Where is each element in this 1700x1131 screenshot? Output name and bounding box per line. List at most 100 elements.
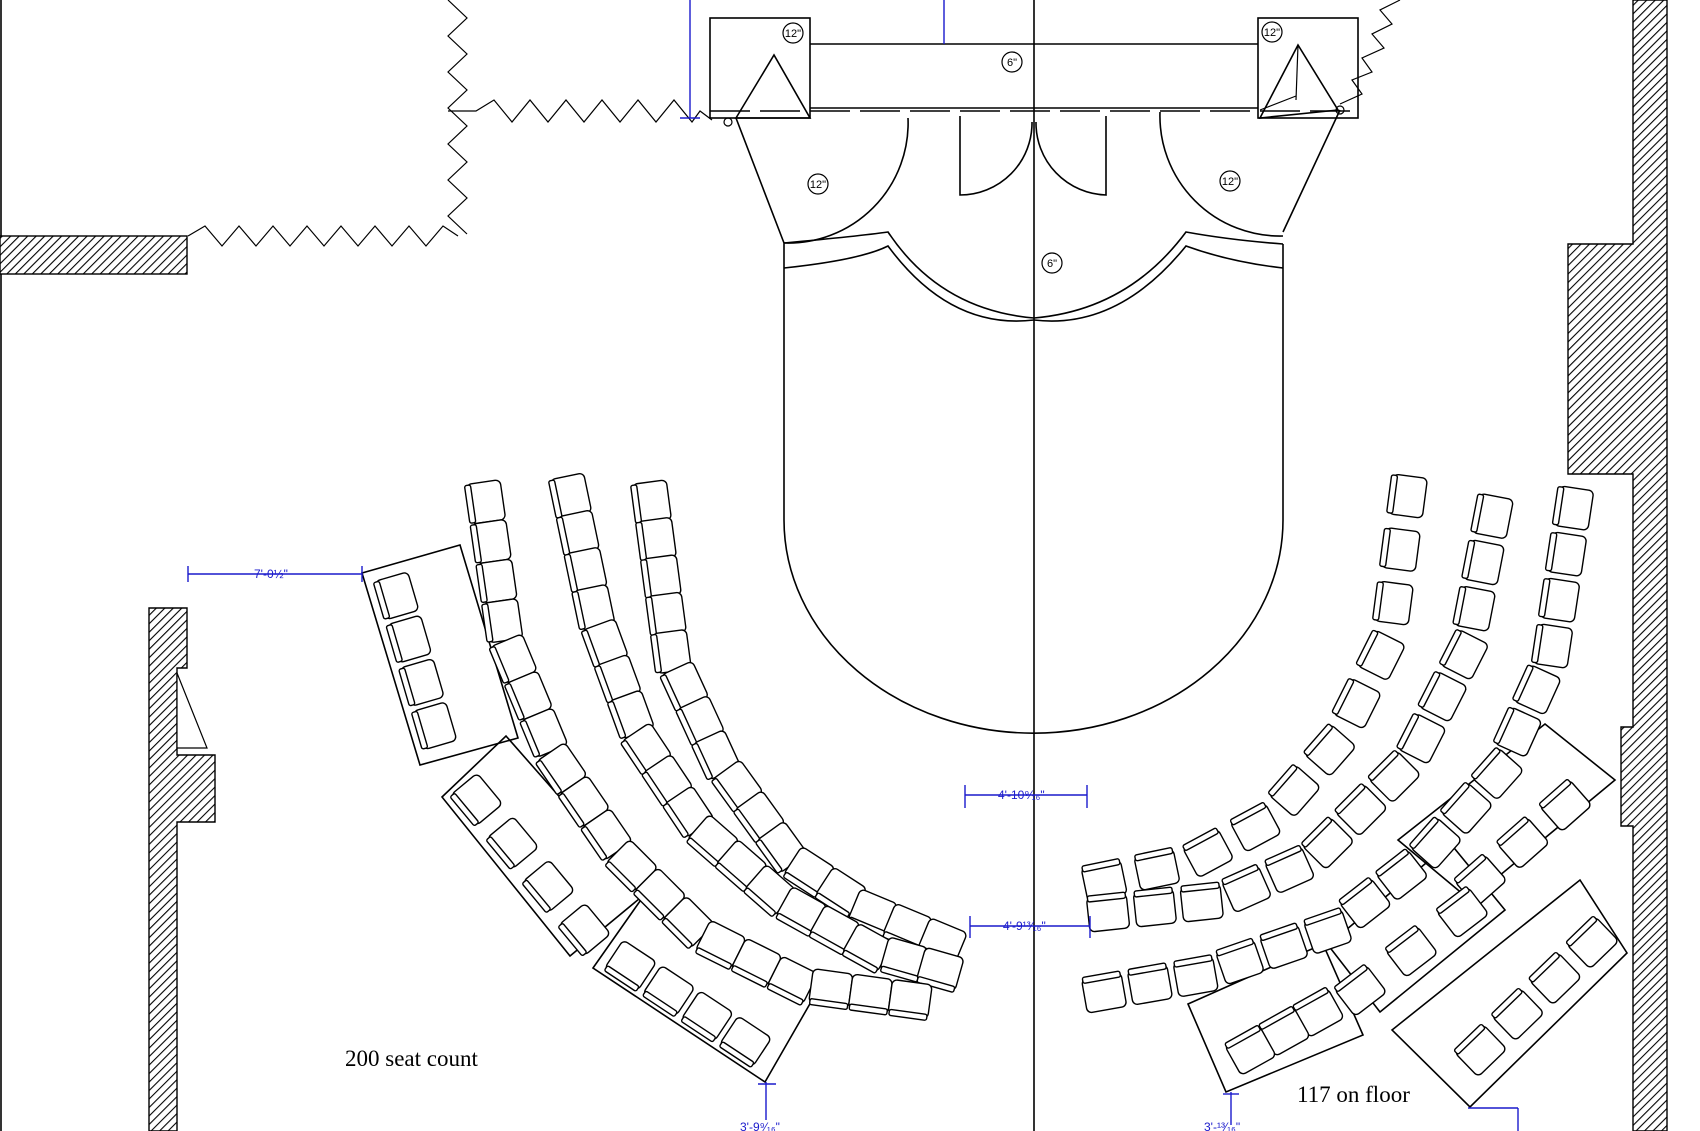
svg-text:7'-0½": 7'-0½"	[254, 567, 288, 581]
seat	[680, 991, 733, 1043]
seat	[605, 840, 657, 893]
seat	[571, 584, 615, 631]
seat	[1531, 623, 1573, 669]
seat	[398, 658, 444, 707]
pipe-marker: 6"	[1041, 252, 1063, 274]
stage: 12" 12" 6" 12" 12" 6"	[709, 0, 1359, 1131]
seat	[1367, 750, 1420, 802]
seat	[1086, 891, 1130, 933]
seat	[1331, 678, 1381, 729]
svg-text:4'-10⁹⁄₁₆": 4'-10⁹⁄₁₆"	[998, 788, 1045, 802]
curtain-horizontal-bottom	[187, 225, 459, 247]
seat	[1182, 827, 1233, 877]
seat	[1301, 816, 1353, 869]
seat	[581, 619, 628, 668]
pipe-marker: 12"	[807, 173, 829, 195]
seat	[1179, 881, 1224, 923]
truss-box-right	[1257, 17, 1359, 119]
seat	[1379, 527, 1421, 572]
seat	[1496, 816, 1549, 868]
dimension-left-aisle: 7'-0½"	[187, 566, 363, 582]
seat	[1386, 473, 1428, 519]
seat	[783, 847, 835, 898]
seat	[1173, 954, 1219, 997]
seat	[1385, 925, 1437, 977]
seat	[1355, 629, 1405, 680]
seat	[640, 554, 682, 599]
seat	[1303, 723, 1355, 776]
dimension-top-left	[680, 0, 700, 119]
seat	[650, 629, 692, 674]
svg-text:6": 6"	[1007, 57, 1017, 69]
curtains	[187, 0, 1401, 247]
door-left	[959, 116, 1033, 196]
pipe-marker: 6"	[1001, 51, 1023, 73]
platform-right-4	[1390, 878, 1629, 1109]
curtain-vertical	[447, 0, 468, 235]
seat	[481, 598, 523, 643]
seat	[385, 615, 432, 663]
pipe-marker: 12"	[1261, 21, 1283, 43]
floor-count-label: 117 on floor	[1297, 1082, 1410, 1107]
seat	[1133, 886, 1177, 928]
pipe-marker: 12"	[782, 22, 804, 44]
seat	[675, 696, 724, 746]
truss-triangle-right	[1258, 43, 1340, 119]
seat	[1229, 802, 1281, 852]
svg-text:3'-9⁹⁄₁₆": 3'-9⁹⁄₁₆"	[740, 1120, 780, 1131]
seat	[411, 702, 457, 750]
seat	[522, 861, 574, 913]
wall-upper-left	[0, 235, 188, 275]
seat	[659, 661, 708, 712]
seat	[450, 774, 502, 827]
seat	[887, 979, 933, 1021]
seat	[519, 708, 568, 758]
wall-right	[1567, 0, 1668, 1131]
seat	[1565, 915, 1618, 968]
seat	[475, 558, 518, 604]
seat	[1224, 1025, 1276, 1075]
seat	[1127, 962, 1173, 1006]
dimension-bottom-right: 3'-¹³⁄₁₆"	[1204, 1092, 1240, 1131]
seating-area	[373, 472, 1618, 1076]
seat	[711, 760, 763, 813]
seat	[1452, 585, 1496, 632]
seat	[1268, 764, 1320, 816]
seat	[488, 634, 537, 684]
seat	[580, 809, 632, 861]
svg-text:12": 12"	[810, 179, 826, 191]
seat	[1538, 577, 1580, 623]
seat	[604, 941, 656, 992]
dimension-front-row-gap: 4'-10⁹⁄₁₆"	[964, 785, 1088, 808]
seat	[642, 966, 694, 1017]
seat	[1551, 485, 1594, 531]
svg-text:12": 12"	[1222, 176, 1238, 188]
seat	[1538, 779, 1591, 831]
seat	[1471, 747, 1523, 799]
seat	[848, 973, 893, 1016]
seat	[1221, 864, 1271, 912]
seat	[916, 947, 964, 993]
seat	[558, 904, 610, 957]
platform-left-1	[360, 544, 520, 766]
seat	[1334, 964, 1386, 1016]
seat	[1375, 848, 1427, 900]
seat	[1303, 907, 1352, 954]
wing-arc-left	[783, 117, 909, 244]
door-swing-left	[176, 672, 208, 749]
seat	[686, 815, 739, 867]
seat	[469, 519, 512, 564]
seat	[1134, 847, 1180, 891]
seat	[620, 723, 671, 775]
seat	[1470, 493, 1514, 539]
seat	[731, 938, 782, 988]
seat	[1338, 877, 1391, 929]
svg-text:12": 12"	[1264, 27, 1280, 39]
seat-count-label: 200 seat count	[345, 1046, 478, 1071]
seat	[1264, 844, 1314, 893]
seat	[1439, 629, 1488, 680]
seat	[1491, 987, 1543, 1040]
seat	[1334, 783, 1387, 835]
stage-outline	[735, 109, 1341, 735]
